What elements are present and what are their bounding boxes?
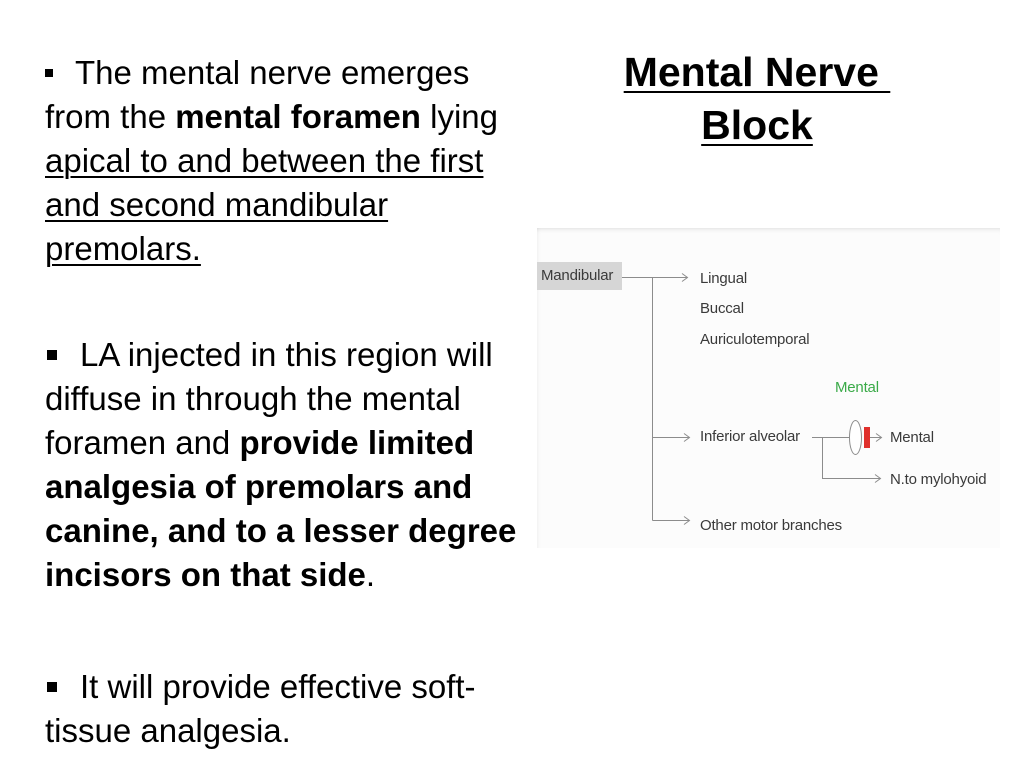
bullet-text-bold: provide limited	[239, 424, 475, 461]
bullet-text-bold: mental foramen	[175, 98, 421, 135]
square-bullet-icon	[47, 350, 57, 360]
bullet-line: apical to and between the first	[45, 139, 525, 183]
diagram-connectors	[622, 273, 883, 525]
branch-label-inferior-alveolar: Inferior alveolar	[700, 428, 800, 445]
root-nerve-label: Mandibular	[541, 267, 614, 284]
bullet-line: incisors on that side .	[45, 553, 525, 597]
branch-label-auriculotemporal: Auriculotemporal	[700, 331, 810, 348]
bullet-text-bold: incisors on that side	[45, 556, 366, 593]
connector-line	[822, 437, 880, 479]
bullet-line: LA injected in this region will	[45, 333, 525, 377]
bullet-line: and second mandibular	[45, 183, 525, 227]
arrow-head-icon	[681, 273, 689, 282]
bullet-item: It will provide effective soft- tissue a…	[45, 665, 525, 753]
branch-label-other-motor: Other motor branches	[700, 517, 842, 534]
bullet-line: foramen and provide limited	[45, 421, 525, 465]
arrow-head-icon	[874, 474, 882, 483]
arrow-head-icon	[683, 516, 691, 525]
block-site-mark	[864, 427, 870, 448]
bullet-text-underlined: and second mandibular	[45, 186, 389, 223]
slide-title-line: Mental Nerve	[623, 49, 891, 95]
branch-label-mylohyoid: N.to mylohyoid	[890, 471, 987, 488]
branch-label-lingual: Lingual	[700, 270, 747, 287]
slide-title: Mental Nerve Block	[557, 46, 957, 152]
bullet-line: analgesia of premolars and	[45, 465, 525, 509]
block-site-label: Mental	[835, 379, 879, 396]
branch-label-buccal: Buccal	[700, 300, 744, 317]
bullet-text: from the	[45, 98, 176, 135]
bullet-text: foramen and	[45, 424, 240, 461]
bullet-text: It will provide effective soft-	[80, 668, 476, 705]
bullet-text-underlined: premolars.	[45, 230, 201, 267]
bullet-line: premolars.	[45, 227, 525, 271]
bullet-text: lying	[420, 98, 498, 135]
bullet-text: .	[365, 556, 376, 593]
bullet-line: diffuse in through the mental	[45, 377, 525, 421]
bullet-text-bold: canine, and to a lesser degree	[45, 512, 517, 549]
root-nerve-box: Mandibular	[537, 262, 622, 290]
bullet-item: The mental nerve emerges from the mental…	[45, 51, 525, 271]
mental-foramen-oval	[849, 420, 862, 455]
bullet-line: The mental nerve emerges	[45, 51, 525, 95]
bullet-text: The mental nerve emerges	[75, 54, 470, 91]
square-bullet-icon	[45, 69, 53, 77]
bullet-line: It will provide effective soft-	[45, 665, 525, 709]
arrow-head-icon	[683, 433, 691, 442]
bullet-text-bold: analgesia of premolars and	[45, 468, 473, 505]
bullet-line: tissue analgesia.	[45, 709, 525, 753]
arrow-head-icon	[875, 433, 883, 442]
bullet-text-underlined: apical to and between the first	[45, 142, 484, 179]
bullet-line: from the mental foramen lying	[45, 95, 525, 139]
nerve-branch-diagram: Mandibular Lingual Buccal Auriculotempor…	[537, 228, 1000, 548]
bullet-text: diffuse in through the mental	[45, 380, 461, 417]
square-bullet-icon	[47, 682, 57, 692]
slide-title-line: Block	[701, 102, 813, 148]
bullet-line: canine, and to a lesser degree	[45, 509, 525, 553]
bullet-text: LA injected in this region will	[80, 336, 493, 373]
bullet-text: tissue analgesia.	[45, 712, 291, 749]
branch-label-mental: Mental	[890, 429, 934, 446]
bullet-item: LA injected in this region will diffuse …	[45, 333, 525, 597]
